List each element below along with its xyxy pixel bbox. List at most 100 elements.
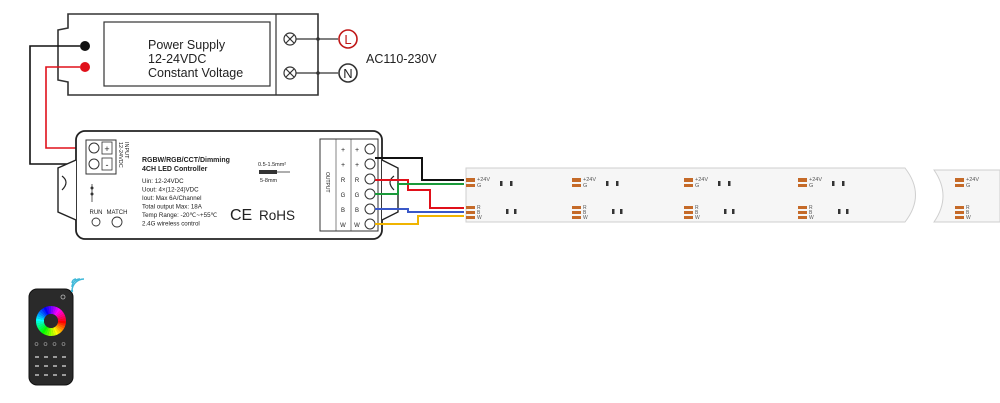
run-indicator: [91, 217, 101, 227]
input-voltage-label: 12-24VDC: [117, 142, 123, 168]
solder-pad-g: [466, 184, 475, 187]
remote-button[interactable]: [62, 374, 66, 376]
terminal-n-circle: [338, 63, 358, 83]
screw-terminal-l: [283, 32, 297, 46]
match-button[interactable]: [111, 216, 123, 228]
led-chip: [620, 209, 623, 214]
pad-label-rbw: W: [809, 215, 814, 221]
input-negative-terminal: [88, 158, 100, 170]
pad-label-rbw: W: [695, 215, 700, 221]
output-ch-r2: R: [355, 178, 360, 184]
remote-button[interactable]: [53, 374, 57, 376]
remote-button[interactable]: [44, 365, 48, 367]
led-chip: [500, 181, 503, 186]
pad-label-rbw: W: [966, 215, 971, 221]
led-chip: [506, 209, 509, 214]
terminal-l-label: L: [344, 32, 351, 47]
remote-button[interactable]: [52, 342, 57, 346]
rohs-mark: RoHS: [259, 208, 295, 223]
remote-button[interactable]: [35, 356, 39, 358]
solder-pad-v: [572, 178, 581, 182]
remote-button[interactable]: [61, 342, 66, 346]
pad-label-v: +24V: [966, 177, 979, 183]
led-chip: [724, 209, 727, 214]
remote-control: [28, 278, 85, 386]
pad-label-g: G: [477, 183, 481, 189]
dc-wires: [29, 45, 94, 165]
output-ch-b: B: [341, 208, 345, 214]
spec-line: Total output Max: 18A: [142, 204, 203, 211]
solder-pad-w: [955, 216, 964, 219]
remote-button[interactable]: [44, 356, 48, 358]
pad-label-rbw: W: [583, 215, 588, 221]
psu-negative-terminal: [80, 41, 90, 51]
spec-line: Temp Range: -20℃~+55℃: [142, 212, 218, 219]
led-chip: [838, 209, 841, 214]
power-button[interactable]: [60, 294, 66, 300]
match-label: MATCH: [107, 210, 128, 216]
pad-label-rbw: R: [583, 205, 587, 211]
pad-label-rbw: B: [583, 210, 587, 216]
pad-label-v: +24V: [695, 177, 708, 183]
solder-pad-w: [684, 216, 693, 219]
solder-pad-r: [684, 206, 693, 209]
output-plus-3: +: [355, 147, 359, 154]
pad-label-rbw: R: [809, 205, 813, 211]
controller-title1: RGBW/RGB/CCT/Dimming: [142, 157, 230, 164]
ac-input: L N AC110-230V: [296, 29, 437, 83]
solder-pad-g: [684, 184, 693, 187]
solder-pad-g: [572, 184, 581, 187]
solder-pad-b: [466, 211, 475, 214]
remote-button[interactable]: [62, 356, 66, 358]
solder-pad-g: [798, 184, 807, 187]
solder-pad-w: [466, 216, 475, 219]
spec-line: Uin: 12-24VDC: [142, 178, 184, 185]
screw-terminal-n: [283, 66, 297, 80]
solder-pad-r: [955, 206, 964, 209]
output-ch-r: R: [341, 178, 346, 184]
solder-pad-v: [466, 178, 475, 182]
pad-label-rbw: B: [809, 210, 813, 216]
wifi-icon: [70, 278, 85, 293]
remote-button[interactable]: [35, 374, 39, 376]
wire-gauge-label: 0.5-1.5mm²: [258, 162, 286, 168]
spec-line: 2.4G wireless control: [142, 221, 200, 228]
run-label: RUN: [90, 210, 103, 216]
solder-pad-b: [684, 211, 693, 214]
input-plus-symbol: +: [104, 144, 109, 154]
solder-pad-v: [955, 178, 964, 182]
input-word-label: INPUT: [123, 142, 129, 159]
output-wires: [375, 157, 464, 225]
remote-button[interactable]: [62, 365, 66, 367]
output-plus-4: +: [355, 162, 359, 169]
output-ch-g: G: [341, 193, 346, 199]
solder-pad-r: [466, 206, 475, 209]
psu-line2: 12-24VDC: [148, 52, 206, 66]
solder-pad-b: [572, 211, 581, 214]
output-ch-w2: W: [354, 223, 360, 229]
remote-button[interactable]: [43, 342, 48, 346]
solder-pad-g: [955, 184, 964, 187]
remote-button[interactable]: [53, 356, 57, 358]
psu-line1: Power Supply: [148, 38, 226, 52]
pad-label-rbw: B: [966, 210, 970, 216]
pad-label-rbw: B: [477, 210, 481, 216]
remote-button[interactable]: [34, 342, 39, 346]
remote-button[interactable]: [44, 374, 48, 376]
remote-button[interactable]: [53, 365, 57, 367]
led-chip: [846, 209, 849, 214]
color-wheel[interactable]: [36, 306, 66, 336]
remote-button[interactable]: [35, 365, 39, 367]
output-word-label: OUTPUT: [324, 172, 330, 193]
led-chip: [732, 209, 735, 214]
psu-line3: Constant Voltage: [148, 66, 243, 80]
led-chip: [616, 181, 619, 186]
pad-label-rbw: B: [695, 210, 699, 216]
ac-voltage-label: AC110-230V: [366, 52, 437, 66]
led-chip: [606, 181, 609, 186]
strip-length-label: 5-8mm: [260, 178, 278, 184]
